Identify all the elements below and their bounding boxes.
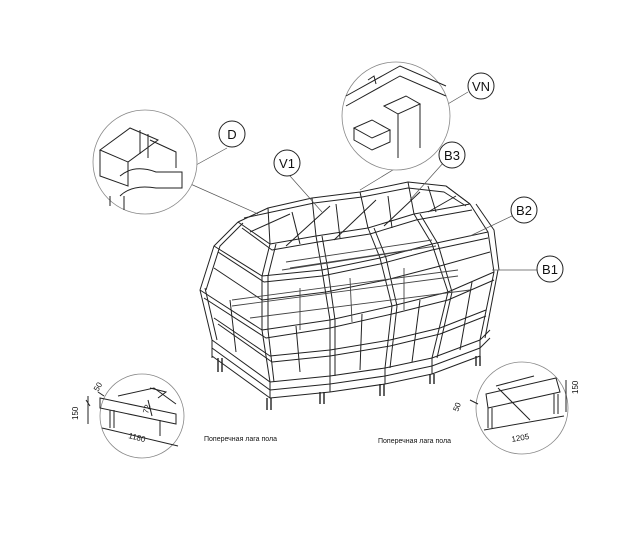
- callout-d: D: [218, 120, 246, 148]
- callout-b3: B3: [438, 141, 466, 169]
- floor-legs: [217, 356, 481, 410]
- floor-frame: [211, 329, 491, 399]
- callout-d-label: D: [227, 127, 236, 142]
- frame-structure: [175, 91, 542, 410]
- callout-b3-label: B3: [444, 148, 460, 163]
- callout-b1-label: B1: [542, 262, 558, 277]
- callout-b1: B1: [536, 255, 564, 283]
- floor-joists: [231, 239, 471, 330]
- callout-v1: V1: [273, 149, 301, 177]
- callout-b2: B2: [510, 196, 538, 224]
- callout-v1-label: V1: [279, 156, 295, 171]
- callout-vn-label: VN: [472, 79, 490, 94]
- left-caption: Поперечная лага пола: [204, 436, 277, 443]
- left-dim-top: 50: [92, 380, 105, 393]
- left-dim-length: 1180: [128, 431, 147, 444]
- dome-ribs-lower: [199, 203, 500, 330]
- left-dim-diag: 72: [141, 403, 152, 415]
- floor-detail-right: 150 50 1205 Поперечная лага пола: [378, 361, 580, 455]
- callout-vn: VN: [467, 72, 495, 100]
- dome-ribs-upper: [237, 181, 473, 251]
- wall-belt: [199, 269, 499, 383]
- right-dim-length: 1205: [511, 432, 531, 444]
- right-dim-height: 150: [571, 380, 580, 394]
- right-caption: Поперечная лага пола: [378, 438, 451, 445]
- floor-detail-left: 150 50 1180 72 Поперечная лага пола: [71, 373, 277, 459]
- detail-circle-vn: [341, 61, 451, 171]
- callout-b2-label: B2: [516, 203, 532, 218]
- left-dim-height: 150: [71, 406, 80, 420]
- right-dim-top: 50: [451, 401, 463, 413]
- detail-circle-d: [92, 109, 198, 215]
